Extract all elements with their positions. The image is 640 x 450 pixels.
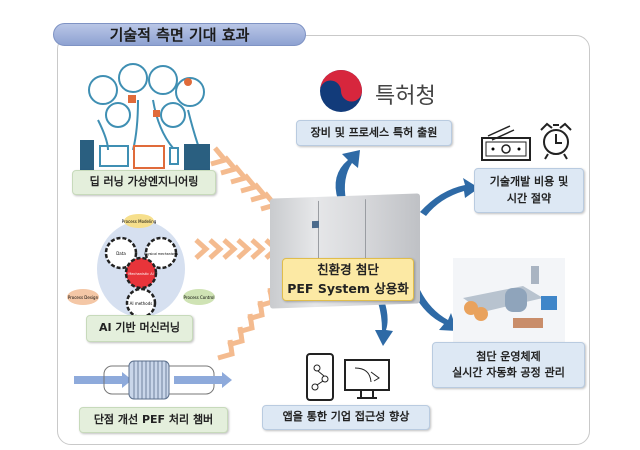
cost-time-label: 기술개발 비용 및 시간 절약 — [474, 168, 584, 213]
automation-label: 첨단 운영체제 실시간 자동화 공정 관리 — [432, 342, 585, 388]
smartphone-icon — [306, 353, 390, 401]
arrow-to-app — [375, 300, 393, 346]
chamber-label: 단점 개선 PEF 처리 챔버 — [79, 407, 228, 433]
patent-label: 장비 및 프로세스 특허 출원 — [296, 120, 452, 146]
pef-chamber-illustration — [74, 360, 232, 400]
arrow-to-factory — [414, 290, 457, 331]
center-line1: 친환경 첨단 — [317, 261, 379, 277]
deep-learning-label: 딥 러닝 가상엔지니어링 — [72, 170, 216, 195]
diagram-label-modeling: Process Modeling — [122, 219, 157, 224]
cost-line1: 기술개발 비용 및 — [489, 175, 569, 188]
ai-ml-label: AI 기반 머신러닝 — [86, 315, 193, 342]
automation-line2: 실시간 자동화 공정 관리 — [452, 366, 565, 379]
deep-learning-illustration — [80, 63, 210, 170]
monitor-icon — [344, 359, 390, 399]
smart-factory-illustration — [453, 258, 565, 342]
center-label: 친환경 첨단 PEF System 상용화 — [282, 258, 414, 301]
kipo-logo-icon — [320, 70, 362, 112]
center-line2: PEF System 상용화 — [287, 280, 409, 296]
app-access-label: 앱을 통한 기업 접근성 향상 — [262, 405, 430, 430]
chevrons-top — [210, 146, 280, 212]
money-icon — [481, 125, 531, 161]
diagram-label-physical: Physical mechanisms — [144, 252, 178, 256]
ai-gear-diagram: Process Modeling Process Design Process … — [67, 214, 215, 317]
alarm-clock-icon — [540, 122, 572, 160]
section-title: 기술적 측면 기대 효과 — [53, 23, 306, 46]
diagram-label-design: Process Design — [68, 295, 99, 300]
diagram-label-data: Data — [116, 251, 126, 256]
arrow-to-cost — [420, 178, 479, 216]
chevrons-middle — [194, 238, 280, 260]
kipo-logo-text: 특허청 — [375, 84, 436, 109]
diagram-label-mechanistic: Mechanistic AI — [128, 272, 153, 276]
content-frame — [57, 35, 590, 445]
cost-line2: 시간 절약 — [506, 191, 552, 205]
arrow-to-patent — [335, 150, 360, 200]
automation-line1: 첨단 운영체제 — [476, 349, 541, 363]
diagram-label-ai-methods: AI methods — [130, 301, 153, 306]
diagram-label-control: Process Control — [184, 295, 215, 300]
